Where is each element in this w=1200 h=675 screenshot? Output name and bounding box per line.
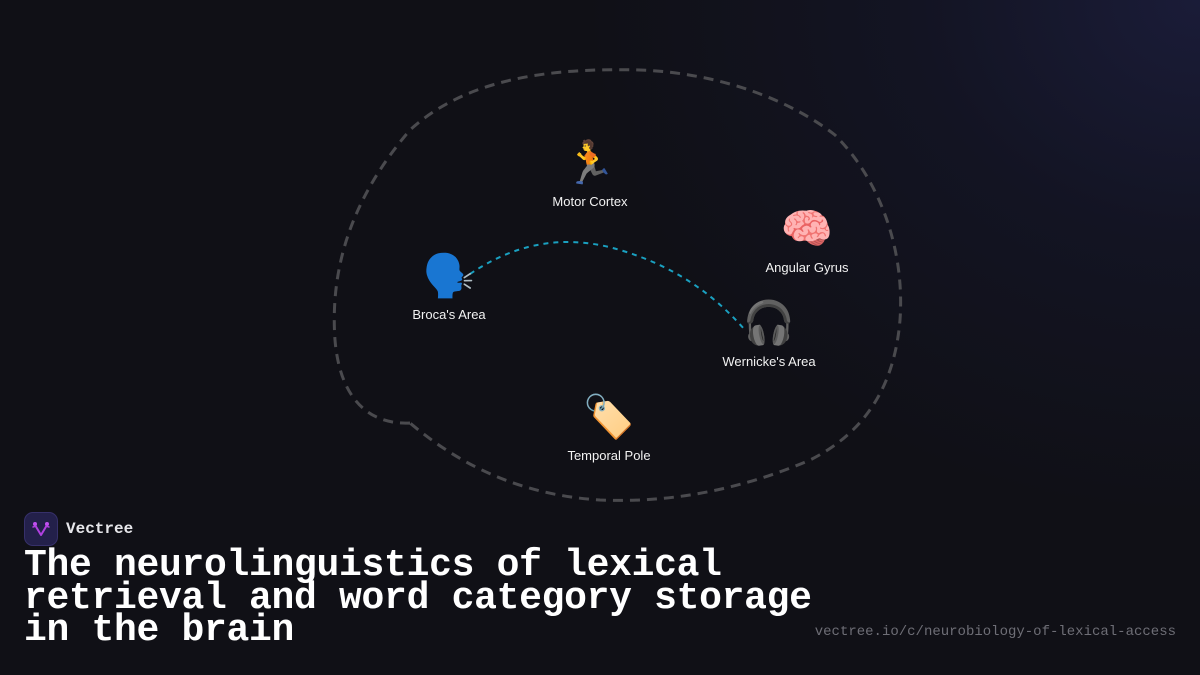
page-url[interactable]: vectree.io/c/neurobiology-of-lexical-acc…: [814, 624, 1176, 640]
node-label: Temporal Pole: [567, 448, 651, 463]
node-temporal-pole[interactable]: 🏷️ Temporal Pole: [567, 392, 650, 463]
brain-outline: [332, 68, 903, 502]
brand-name: Vectree: [66, 520, 134, 538]
node-label: Broca's Area: [412, 307, 486, 322]
node-wernickes-area[interactable]: 🎧 Wernicke's Area: [722, 298, 815, 369]
node-brocas-area[interactable]: 🗣️ Broca's Area: [412, 251, 485, 322]
vectree-logo-icon: [24, 512, 58, 546]
node-label: Motor Cortex: [552, 194, 628, 209]
node-label: Wernicke's Area: [722, 354, 816, 369]
node-angular-gyrus[interactable]: 🧠 Angular Gyrus: [765, 204, 848, 275]
runner-icon: 🏃: [563, 138, 617, 187]
page-title: The neurolinguistics of lexical retrieva…: [24, 544, 812, 652]
tag-icon: 🏷️: [582, 392, 636, 441]
headphones-icon: 🎧: [742, 298, 796, 347]
broca-wernicke-connection: [469, 241, 746, 331]
node-label: Angular Gyrus: [765, 260, 849, 275]
brand[interactable]: Vectree: [24, 512, 133, 546]
brain-icon: 🧠: [780, 204, 834, 253]
node-motor-cortex[interactable]: 🏃 Motor Cortex: [552, 138, 627, 209]
speaking-head-icon: 🗣️: [422, 251, 476, 300]
